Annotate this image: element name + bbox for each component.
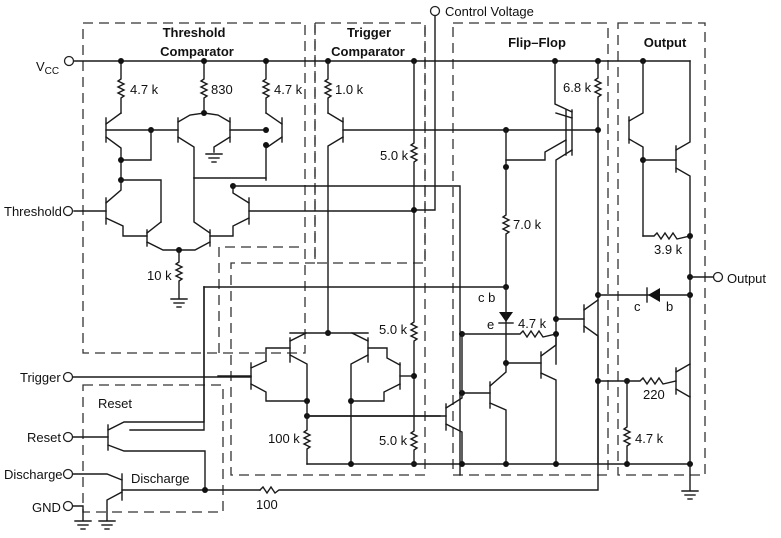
threshold-block-notch xyxy=(218,246,305,353)
resistor-6.8k xyxy=(593,60,603,377)
threshold-comparator-title-2: Comparator xyxy=(160,44,234,59)
vcc-label: VCC xyxy=(36,59,59,77)
discharge-block-title: Discharge xyxy=(131,471,190,486)
resistor-1.0k-label: 1.0 k xyxy=(335,82,364,97)
resistor-100-label: 100 xyxy=(256,497,278,512)
resistor-10k-label: 10 k xyxy=(147,268,172,283)
gnd-pin[interactable] xyxy=(62,500,74,512)
resistor-5.0k-top xyxy=(409,60,419,465)
trigger-comparator-block xyxy=(230,23,426,476)
reset-pin[interactable] xyxy=(62,431,74,443)
transistor-q-ff-b xyxy=(505,333,557,465)
resistor-4.7k-right xyxy=(261,60,271,114)
resistor-10k xyxy=(174,249,184,299)
control-voltage-wire xyxy=(413,15,436,211)
control-voltage-label: Control Voltage xyxy=(445,4,534,19)
resistor-220-label: 220 xyxy=(643,387,665,402)
transistor-q-reset xyxy=(72,286,206,491)
threshold-comparator-title-1: Threshold xyxy=(163,25,226,40)
transistor-q-out-top-2 xyxy=(642,60,691,465)
diode-c-label: c xyxy=(634,299,641,314)
control-voltage-pin[interactable] xyxy=(429,5,441,17)
output-block xyxy=(617,22,706,476)
threshold-pin[interactable] xyxy=(62,205,74,217)
threshold-label: Threshold xyxy=(4,204,62,219)
reset-label: Reset xyxy=(27,430,61,445)
resistor-100k-label: 100 k xyxy=(268,431,300,446)
reset-discharge-block xyxy=(82,384,224,513)
vcc-pin[interactable] xyxy=(63,55,75,67)
transistor-q-ff-c xyxy=(461,362,507,465)
threshold-comparator-block xyxy=(82,22,306,354)
discharge-pin[interactable] xyxy=(62,468,74,480)
resistor-5.0k-top-label: 5.0 k xyxy=(380,148,409,163)
transistor-q-th-in-left xyxy=(105,179,180,251)
resistor-3.9k xyxy=(642,231,691,241)
trigger-comparator-title-1: Trigger xyxy=(347,25,391,40)
resistor-4.7k-ff-label: 4.7 k xyxy=(518,316,547,331)
transistor-q-ff-multi xyxy=(505,60,573,365)
transistor-q-out-bottom xyxy=(675,363,691,398)
resistor-5.0k-bot-label: 5.0 k xyxy=(379,433,408,448)
trigger-comparator-title-2: Comparator xyxy=(331,44,405,59)
threshold-out-wire xyxy=(232,185,461,476)
trigger-label: Trigger xyxy=(20,370,61,385)
resistor-4.7k-out xyxy=(622,380,632,465)
transistor-q-tr-left xyxy=(217,332,308,402)
output-pin[interactable] xyxy=(712,271,724,283)
resistor-4.7k-out-label: 4.7 k xyxy=(635,431,664,446)
discharge-label: Discharge xyxy=(4,467,63,482)
reset-block-title: Reset xyxy=(98,396,132,411)
transistor-q-ff-out xyxy=(555,299,599,465)
resistor-4.7k-ff xyxy=(461,329,557,339)
output-title: Output xyxy=(644,35,687,50)
transistor-q-th-mirror-mid xyxy=(150,112,267,179)
resistor-5.0k-mid-label: 5.0 k xyxy=(379,322,408,337)
trigger-pin[interactable] xyxy=(62,371,74,383)
flip-flop-title: Flip–Flop xyxy=(508,35,566,50)
resistor-830-label: 830 xyxy=(211,82,233,97)
transistor-q-out-top-1 xyxy=(628,60,644,237)
resistor-1.0k xyxy=(323,60,333,114)
transistor-q-tr-top xyxy=(327,112,599,331)
resistor-220 xyxy=(597,376,677,386)
resistor-6.8k-label: 6.8 k xyxy=(563,80,592,95)
transistor-q-discharge xyxy=(72,473,261,521)
resistor-4.7k-right-label: 4.7 k xyxy=(274,82,303,97)
resistor-830 xyxy=(199,60,209,114)
resistor-4.7k-left-label: 4.7 k xyxy=(130,82,159,97)
resistor-100 xyxy=(259,380,599,495)
resistor-7.0k-label: 7.0 k xyxy=(513,217,542,232)
diode-b-label: b xyxy=(666,299,673,314)
diode-output xyxy=(597,287,691,303)
resistor-7.0k xyxy=(501,129,511,288)
transistor-q-tr-right xyxy=(350,332,415,465)
diode-e-label: e xyxy=(487,317,494,332)
transistor-q-ff-d xyxy=(306,392,463,465)
transistor-q-th-in-right xyxy=(178,177,415,251)
transistor-q-th-mirror-left xyxy=(105,112,152,181)
diode-ff xyxy=(498,286,514,367)
trigger-comparator-block-top xyxy=(314,22,426,264)
resistor-4.7k-left xyxy=(116,60,126,114)
output-label: Output xyxy=(727,271,766,286)
diode-cb-label: c b xyxy=(478,290,495,305)
resistor-3.9k-label: 3.9 k xyxy=(654,242,683,257)
gnd-label: GND xyxy=(32,500,61,515)
resistor-100k xyxy=(302,415,312,465)
